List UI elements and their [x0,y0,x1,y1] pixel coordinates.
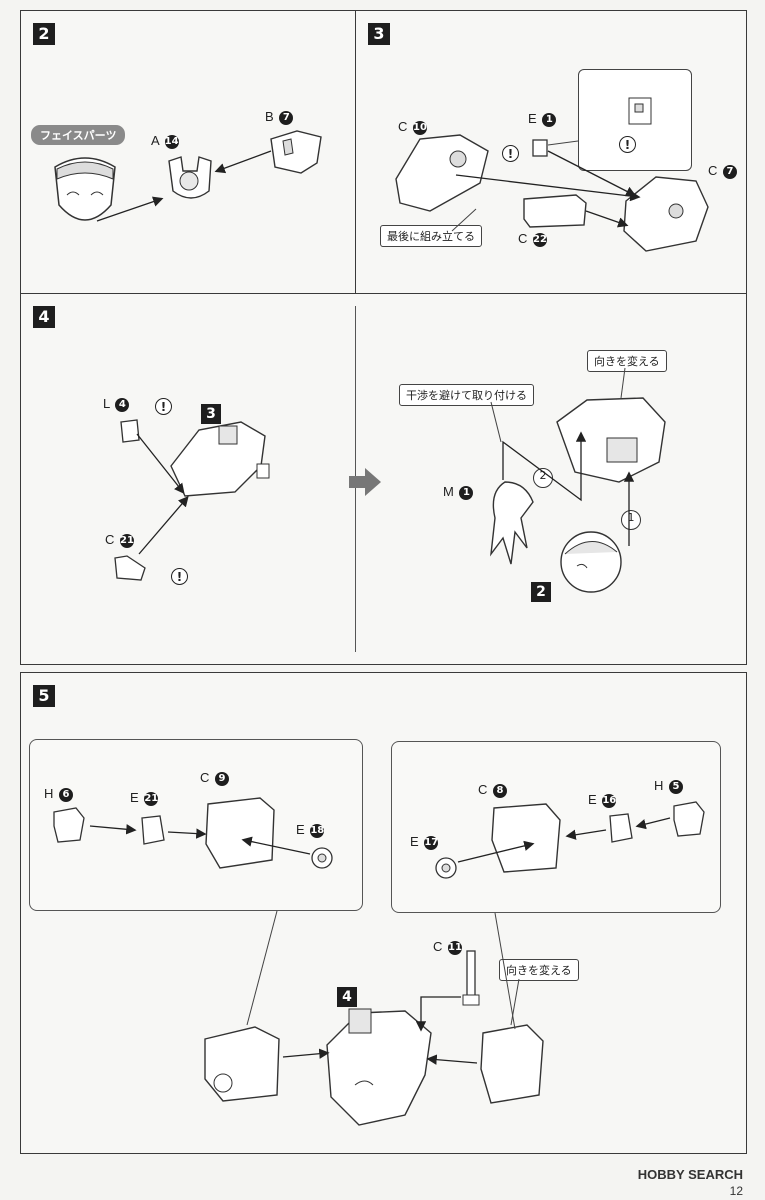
left-side-subassembly-box: H 6 E 21 C 9 E 18 [29,739,363,911]
step-2-arrows [96,150,272,222]
step-4-right-arrows [490,367,635,546]
part-label-e1: E 1 [528,111,557,127]
ref-step-2-badge: 2 [531,582,551,602]
assemble-last-callout: 最後に組み立てる [380,225,482,247]
face-parts-callout: フェイスパーツ [31,125,126,145]
step-5-arrows [246,910,520,1065]
part-label-c22: C 22 [518,231,548,247]
warning-icon: ! [619,136,636,153]
right-subassembly-arrows [457,817,671,863]
step-4-left-arrows [136,433,189,555]
part-label-e17: E 17 [410,834,439,850]
part-label-c21: C 21 [105,532,135,548]
clip-part-right [609,813,633,843]
part-label-c11: C 11 [433,939,463,955]
footer-logo: HOBBY SEARCH [637,1167,743,1182]
bracket-part [53,807,85,843]
part-label-c9: C 9 [200,770,230,786]
step-2-panel: 2 フェイスパーツ A 14 B 7 [20,10,356,294]
part-label-l4: L 4 [103,396,130,412]
head-full-assembly [326,1008,432,1126]
clip-part [141,815,165,845]
clip-detail-illustration [628,97,652,125]
head-inner-part [168,156,212,199]
part-label-a14: A 14 [151,133,179,149]
round-fitting-part-right [435,857,457,879]
part-label-c7: C 7 [708,163,738,179]
part-label-b7: B 7 [265,109,294,125]
part-label-c10: C 10 [398,119,428,135]
small-wedge-part [120,419,140,443]
part-label-h5: H 5 [654,778,684,794]
hair-part [490,481,534,565]
round-fitting-part [311,847,333,869]
order-marker-2: 2 [533,468,553,488]
warning-icon: ! [155,398,172,415]
right-side-subassembly-box: C 8 E 16 H 5 E 17 [391,741,721,913]
step-badge: 4 [33,306,55,328]
bracket-part-right [673,801,705,837]
ref-step-3-badge: 3 [201,404,221,424]
step-badge: 5 [33,685,55,707]
step-3-arrows [451,140,641,232]
chin-part [114,555,146,581]
helmet-assembly [170,421,270,497]
step-3-panel: 3 C 10 E 1 ! ! C 7 C 22 最後に組み立てる [355,10,747,294]
step-badge: 3 [368,23,390,45]
block-part [523,194,587,228]
side-armor-part [205,797,275,869]
zoom-detail-box: ! [578,69,692,171]
part-label-m1: M 1 [443,484,474,500]
helmet-side-part [395,134,489,212]
part-label-e21: E 21 [130,790,159,806]
left-side-armor-assembly [204,1026,280,1102]
avoid-interference-callout: 干渉を避けて取り付ける [399,384,534,406]
face-part-illustration [54,157,116,221]
small-clip-part [532,139,548,157]
part-label-c8: C 8 [478,782,508,798]
head-cap-part [270,130,322,174]
turn-around-callout: 向きを変える [587,350,667,372]
left-subassembly-arrows [89,824,311,855]
side-armor-part-right [491,803,561,873]
helmet-shell-part [556,397,666,483]
head-face-assembly [560,531,622,593]
part-label-e16: E 16 [588,792,617,808]
warning-icon: ! [502,145,519,162]
turn-around-callout: 向きを変える [499,959,579,981]
warning-icon: ! [171,568,188,585]
step-badge: 2 [33,23,55,45]
right-side-armor-assembly [480,1024,544,1104]
helmet-main-part [623,176,709,252]
order-marker-1: 1 [621,510,641,530]
part-label-e18: E 18 [296,822,325,838]
step-4-panel: 4 L 4 ! 3 C 21 ! 向きを変える 干渉を避けて取り付ける M 1 … [20,293,747,665]
step-5-panel: 5 H 6 E 21 C 9 E 18 C 8 E 16 [20,672,747,1154]
rod-part [462,950,480,1006]
next-arrow-icon [349,468,381,496]
page-number: 12 [729,1184,743,1198]
ref-step-4-badge: 4 [337,987,357,1007]
part-label-h6: H 6 [44,786,74,802]
